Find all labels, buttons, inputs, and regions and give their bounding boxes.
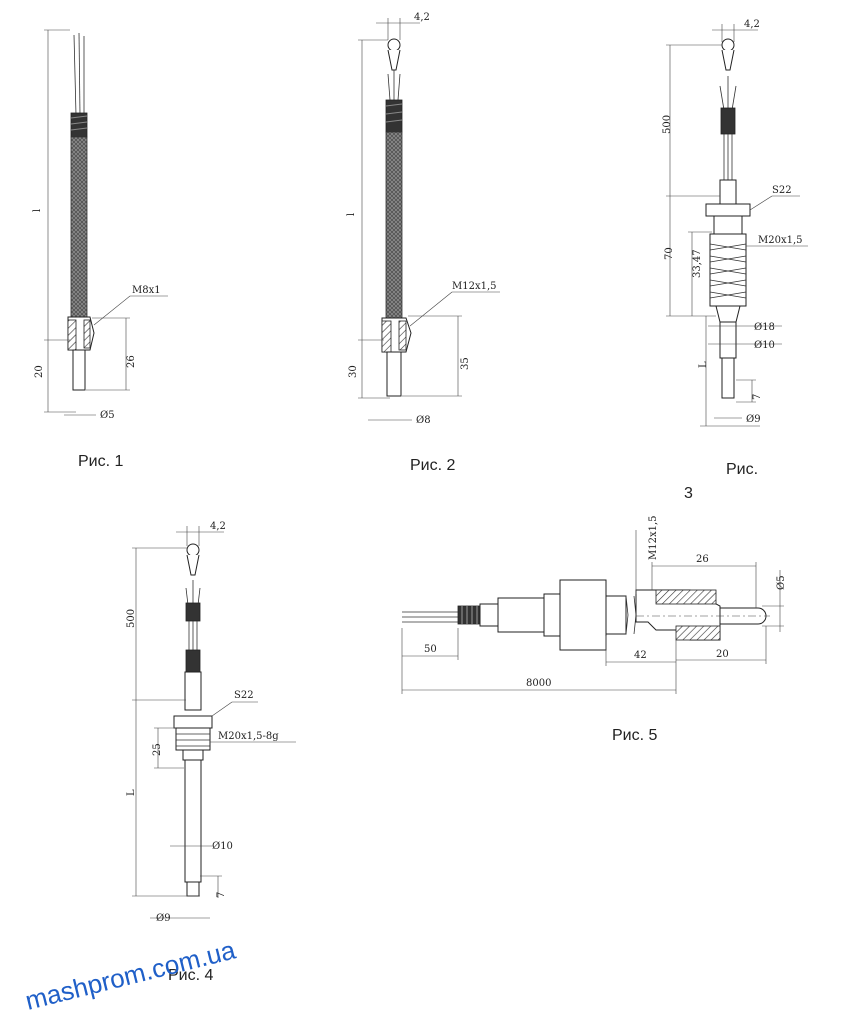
fig3-dim-d18: Ø18 [754,322,775,333]
fig4-dim-7: 7 [216,892,227,898]
fig4-dim-d9: Ø9 [156,913,171,924]
fig3-dim-d9: Ø9 [746,414,761,425]
fig4-tube [184,671,202,711]
fig4-sheath [184,759,202,883]
fig3-caption-line2: 3 [684,485,693,502]
fig4-dim-d10: Ø10 [212,841,233,852]
fig3-sheath [721,357,735,399]
fig4-dim-S22: S22 [234,690,254,701]
fig4-dim-thread: M20x1,5-8g [218,731,279,742]
fig2-dim-35: 35 [460,357,471,370]
fig2-dim-diameter: Ø8 [416,415,431,426]
fig3-dim-33-47: 33,47 [692,249,703,278]
fig2-caption: Рис. 2 [410,457,456,474]
fig2-ring-lug [387,38,401,52]
fig3-thread-body [709,233,747,307]
fig1-braid [70,136,88,318]
fig1-wires [73,32,85,116]
fig3-ring-lug [721,38,735,52]
fig1-dim-thread: M8x1 [132,285,161,296]
fig5-nut [559,579,607,651]
fig5-body [497,597,545,633]
fig1-dim-26: 26 [126,355,137,368]
fig1-dim-length: l [32,209,43,212]
figure-4: 4,2 500 L 25 S22 M20x1,5-8g [126,521,296,984]
fig3-dim-top: 4,2 [744,19,760,30]
fig5-dim-thread: M12x1,5 [648,515,659,560]
fig3-dim-70: 70 [664,247,675,260]
fig5-dim-20: 20 [716,649,729,660]
fig4-caption: Рис. 4 [168,967,214,984]
fig5-dim-26: 26 [696,554,709,565]
fig2-sheath [386,351,402,397]
figure-2: 4,2 l 30 35 M12x1,5 Ø8 [346,12,500,474]
fig3-tube [719,179,737,205]
fig1-dim-diameter: Ø5 [100,410,115,421]
fig4-ring-lug [186,543,200,557]
fig3-dim-500: 500 [662,115,673,134]
figure-1: l 20 26 M8x1 Ø5 Рис. 1 [32,29,168,470]
fig2-dim-length: l [346,213,357,216]
fig1-spring [70,112,88,138]
fig4-dim-500: 500 [126,609,137,628]
fig1-caption: Рис. 1 [78,453,124,470]
fig1-dim-20: 20 [34,365,45,378]
fig1-sheath [72,349,86,391]
fig5-sheath [719,607,767,625]
fig3-caption-line1: Рис. [726,461,758,478]
fig5-dim-d5: Ø5 [776,575,787,590]
fig2-dim-thread: M12x1,5 [452,281,497,292]
watermark: mashprom.com.ua [22,944,239,1016]
fig3-dim-L: L [698,361,709,368]
figure-3: 4,2 500 70 33,47 L [662,19,808,502]
fig4-dim-top: 4,2 [210,521,226,532]
watermark-text: mashprom.com.ua [22,944,239,1016]
fig5-dim-50: 50 [424,644,437,655]
figure-5: 26 Ø5 M12x1,5 50 42 20 8000 Рис. 5 [401,515,787,744]
fig2-dim-top: 4,2 [414,12,430,23]
fig5-dim-8000: 8000 [526,678,551,689]
fig2-braid [385,131,403,319]
fig3-nut [705,203,751,217]
fig3-dim-S22: S22 [772,185,792,196]
fig2-dim-30: 30 [348,365,359,378]
fig4-dim-25: 25 [152,743,163,756]
fig4-thread-body [175,727,211,751]
fig3-dim-7: 7 [752,394,763,400]
fig5-dim-42: 42 [634,650,647,661]
fig3-dim-thread: M20x1,5 [758,235,803,246]
fig5-caption: Рис. 5 [612,727,658,744]
fig3-dim-d10: Ø10 [754,340,775,351]
fig4-dim-L: L [126,789,137,796]
fig4-nut [173,715,213,729]
